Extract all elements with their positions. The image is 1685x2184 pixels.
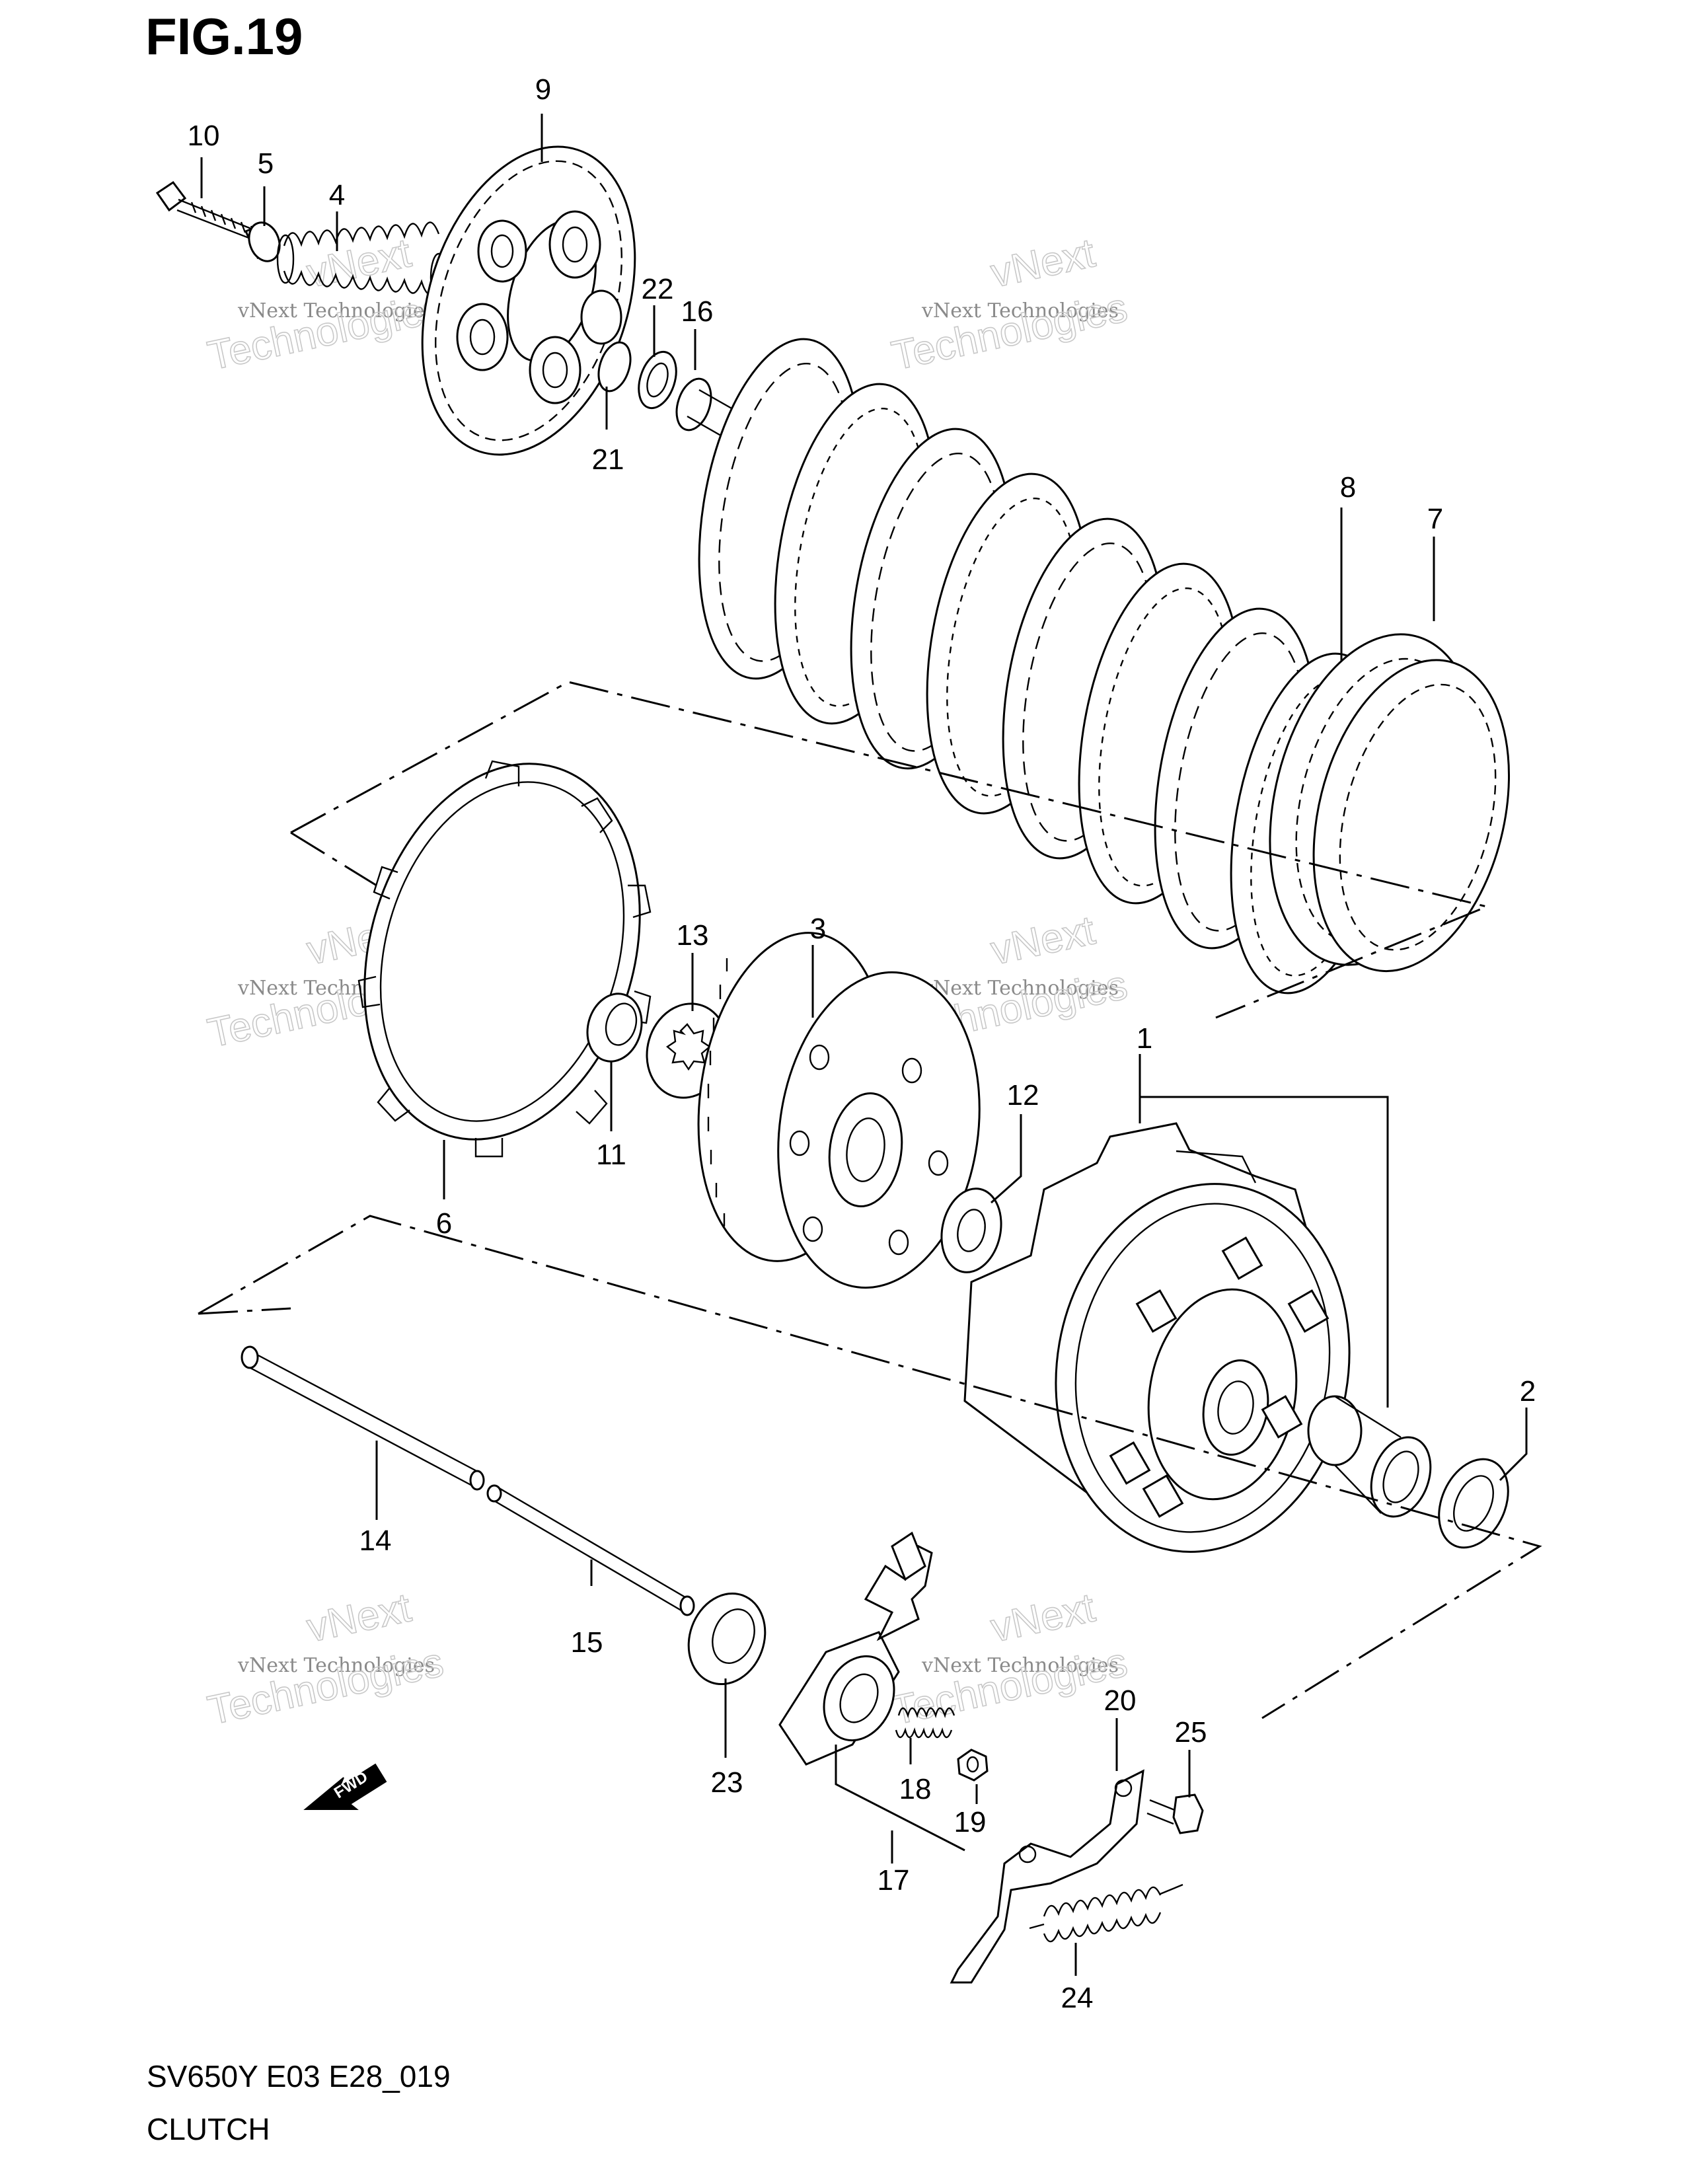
watermark-text: vNext Technologies	[921, 977, 1119, 1000]
callout-label-14: 14	[359, 1525, 392, 1557]
callout-label-13: 13	[677, 919, 709, 952]
watermark: vNext Technologies vNext Technologies	[204, 1584, 448, 1734]
watermark-text: vNext Technologies	[921, 1654, 1119, 1677]
watermark-outline-small: vNext	[987, 1585, 1099, 1651]
callout-label-17: 17	[878, 1864, 910, 1897]
bolt-10	[155, 180, 262, 243]
callout-label-23: 23	[711, 1766, 743, 1799]
thrust-washer-12	[940, 1187, 1002, 1273]
assembly-outline-lower	[198, 1215, 1542, 1719]
watermark: vNext Technologies vNext Technologies	[887, 229, 1132, 379]
callout-label-20: 20	[1104, 1684, 1137, 1717]
callout-label-24: 24	[1061, 1982, 1094, 2014]
bracket-20	[950, 1769, 1144, 1984]
watermark-outline-small: vNext	[303, 1585, 415, 1651]
collar-5	[244, 221, 281, 262]
bushing-11	[586, 993, 643, 1063]
callout-label-1: 1	[1137, 1022, 1152, 1055]
pressure-plate-9	[421, 145, 636, 456]
push-rod-15	[486, 1484, 695, 1616]
clutch-plate-stack	[698, 338, 1511, 995]
callout-label-4: 4	[329, 179, 345, 211]
figure-title: FIG.19	[145, 7, 303, 65]
driven-gear-3	[697, 932, 981, 1289]
callout-label-25: 25	[1175, 1716, 1207, 1749]
push-rod-14	[241, 1345, 485, 1491]
assembly-outline-upper	[290, 681, 1490, 1019]
callout-label-19: 19	[954, 1806, 987, 1838]
fwd-arrow-icon: FWD	[303, 1763, 387, 1810]
callout-label-15: 15	[571, 1626, 603, 1659]
washer-2	[1438, 1458, 1509, 1549]
callout-label-5: 5	[258, 147, 274, 180]
callout-label-9: 9	[535, 73, 551, 106]
clutch-housing-1	[963, 1122, 1351, 1553]
section-name: CLUTCH	[147, 2112, 270, 2146]
spacer-sleeve	[1307, 1395, 1432, 1518]
assembly-outline-upper-left	[290, 831, 377, 887]
callout-label-16: 16	[681, 295, 714, 328]
callout-labels: 1 2 3 4 5 6 7 8 9 10 11 12 13 14 15 16 1…	[188, 73, 1536, 2014]
bolt-25	[1146, 1793, 1204, 1834]
callout-label-10: 10	[188, 120, 220, 152]
watermark-text: vNext Technologies	[237, 299, 435, 322]
callout-label-18: 18	[899, 1773, 932, 1805]
screw-18	[895, 1707, 955, 1739]
friction-ring-6	[357, 760, 652, 1158]
plate-7	[1312, 659, 1511, 973]
nut-19	[957, 1749, 989, 1782]
callout-label-2: 2	[1520, 1375, 1536, 1408]
watermark-text: vNext Technologies	[237, 1654, 435, 1677]
watermark: vNext Technologies vNext Technologies	[204, 229, 448, 379]
spring-24	[1029, 1883, 1183, 1943]
watermark-text: vNext Technologies	[921, 299, 1119, 322]
callout-label-21: 21	[592, 443, 624, 476]
callout-label-7: 7	[1427, 503, 1443, 535]
callout-label-12: 12	[1007, 1079, 1039, 1111]
release-assembly-17	[778, 1531, 933, 1766]
callout-label-6: 6	[436, 1207, 452, 1240]
leader-lines	[200, 114, 1528, 1976]
callout-label-11: 11	[596, 1139, 626, 1171]
callout-label-3: 3	[810, 913, 826, 945]
watermark-outline-small: vNext	[987, 230, 1099, 296]
watermark-outline-small: vNext	[987, 907, 1099, 973]
bearing-22	[638, 350, 677, 410]
model-code: SV650Y E03 E28_019	[147, 2059, 451, 2093]
callout-label-22: 22	[642, 273, 674, 305]
callout-label-8: 8	[1340, 471, 1356, 504]
bearing-23	[687, 1592, 767, 1686]
